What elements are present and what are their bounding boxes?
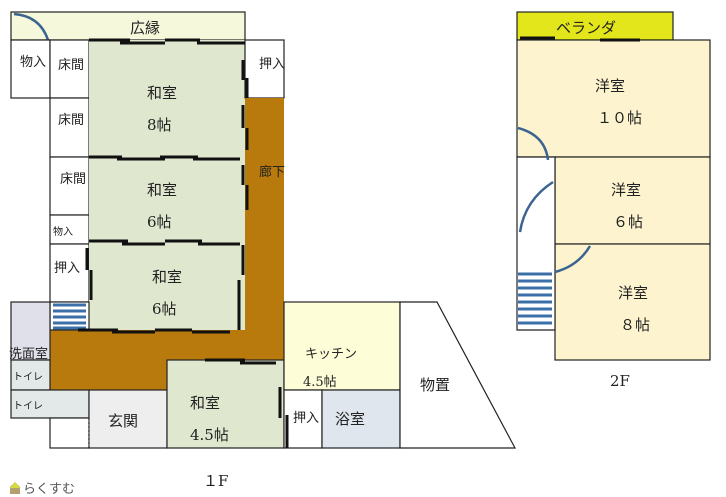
rakusumu-logo: らくすむ bbox=[10, 482, 75, 497]
hall-2f bbox=[516, 156, 556, 331]
monoire-left-room bbox=[10, 39, 51, 99]
label-oshiire-bottom: 押入 bbox=[293, 411, 319, 426]
label-youshitsu-6-size: ６帖 bbox=[613, 213, 643, 231]
label-kitchen-size: 4.5帖 bbox=[303, 375, 337, 390]
label-tokonoma-3: 床間 bbox=[60, 172, 86, 187]
label-senmenshitsu: 洗面室 bbox=[9, 346, 48, 362]
floor-1f: 広縁 物入 床間 床間 床間 物入 押入 和室 8帖 和室 6帖 和室 6帖 押… bbox=[9, 11, 517, 490]
label-washitsu-8: 和室 bbox=[147, 84, 177, 102]
label-youshitsu-8: 洋室 bbox=[618, 284, 648, 302]
label-toilet-2: トイレ bbox=[13, 401, 43, 412]
label-youshitsu-10: 洋室 bbox=[595, 77, 625, 95]
entry-white bbox=[49, 417, 90, 449]
toilet-2-room bbox=[10, 389, 90, 419]
label-kitchen: キッチン bbox=[305, 347, 357, 362]
floor-1f-label: １F bbox=[203, 472, 228, 490]
label-monoire-left: 物入 bbox=[20, 55, 46, 70]
label-monooki: 物置 bbox=[420, 376, 450, 394]
monooki-room bbox=[399, 301, 517, 449]
washitsu-8-room bbox=[89, 40, 245, 157]
senmenshitsu-room bbox=[10, 301, 51, 361]
label-washitsu-45: 和室 bbox=[190, 394, 220, 412]
label-oshiire-right: 押入 bbox=[259, 57, 285, 72]
door-swings-2f bbox=[517, 126, 592, 274]
stairs-2f bbox=[518, 272, 552, 325]
stairs-1f bbox=[49, 301, 90, 331]
floor-2f-label: 2F bbox=[610, 372, 630, 390]
label-toilet-1: トイレ bbox=[13, 372, 43, 383]
washitsu-6b-room bbox=[89, 244, 245, 330]
hiroen-room bbox=[10, 11, 246, 41]
label-monoire-small: 物入 bbox=[53, 225, 73, 238]
label-youshitsu-10-size: １０帖 bbox=[597, 109, 642, 127]
label-genkan: 玄関 bbox=[108, 412, 138, 430]
genkan-room bbox=[88, 389, 168, 449]
floor-2f: ベランダ 洋室 １０帖 洋室 ６帖 洋室 ８帖 2F bbox=[516, 11, 711, 390]
label-youshitsu-8-size: ８帖 bbox=[620, 316, 650, 334]
label-washitsu-6b-size: 6帖 bbox=[152, 300, 177, 318]
label-washitsu-6a-size: 6帖 bbox=[147, 213, 172, 231]
washitsu-45-room bbox=[166, 359, 285, 449]
youshitsu-10-room bbox=[516, 39, 711, 158]
youshitsu-8-room bbox=[554, 243, 711, 361]
veranda-window bbox=[520, 36, 640, 42]
label-tokonoma-1: 床間 bbox=[58, 58, 84, 73]
logo-text: らくすむ bbox=[23, 482, 75, 497]
sliding-doors bbox=[78, 38, 289, 448]
washitsu-6a-room bbox=[89, 157, 245, 244]
label-youshitsu-6: 洋室 bbox=[611, 181, 641, 199]
label-yokushitsu: 浴室 bbox=[335, 410, 365, 428]
oshiire-bottom-room bbox=[283, 389, 323, 449]
yokushitsu-room bbox=[321, 389, 401, 449]
veranda bbox=[516, 11, 674, 41]
label-washitsu-6a: 和室 bbox=[147, 181, 177, 199]
label-tokonoma-2: 床間 bbox=[58, 113, 84, 128]
label-washitsu-45-size: 4.5帖 bbox=[190, 426, 229, 444]
rouka-hallway bbox=[50, 98, 284, 390]
kitchen-room bbox=[283, 301, 401, 391]
label-hiroen: 広縁 bbox=[130, 19, 160, 37]
door-swing-icon bbox=[13, 12, 50, 41]
label-oshiire-left: 押入 bbox=[54, 261, 80, 276]
label-rouka: 廊下 bbox=[259, 164, 285, 180]
toilet-1-room bbox=[10, 359, 51, 391]
label-washitsu-8-size: 8帖 bbox=[147, 116, 172, 134]
label-washitsu-6b: 和室 bbox=[152, 268, 182, 286]
label-veranda: ベランダ bbox=[556, 19, 616, 37]
